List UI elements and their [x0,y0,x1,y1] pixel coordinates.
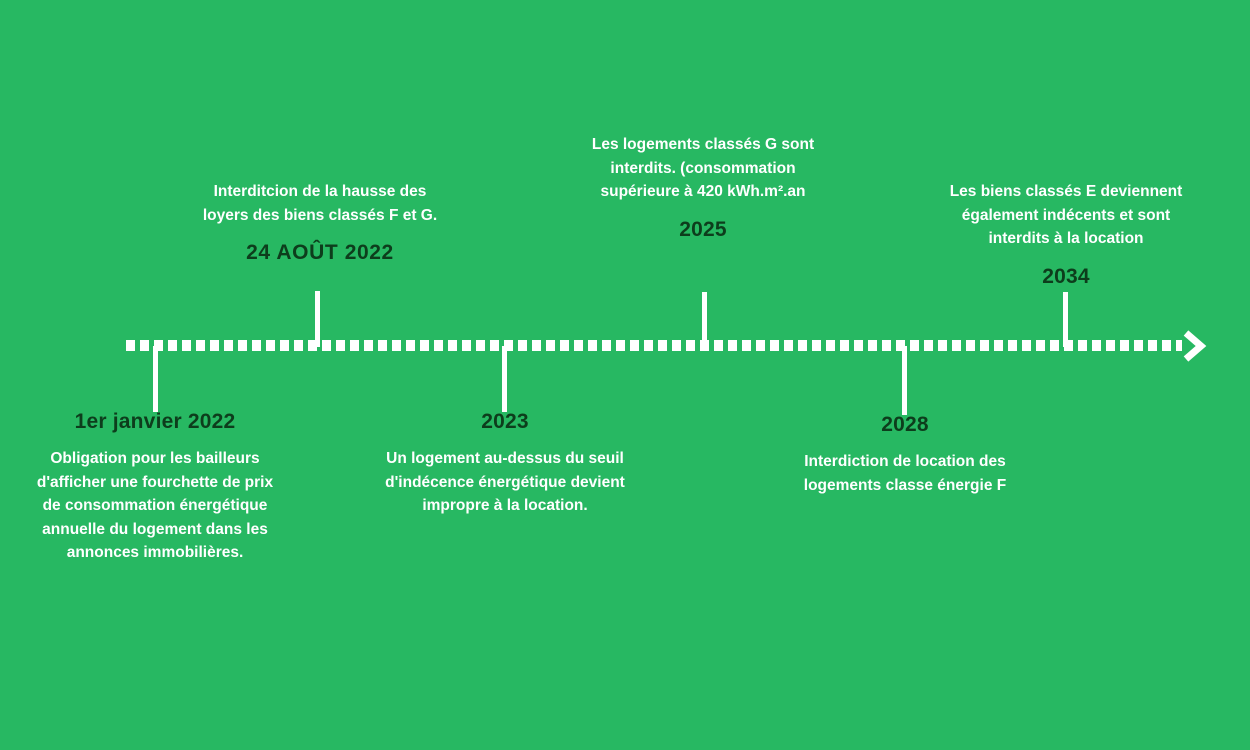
event-date-label: 24 AOÛT 2022 [246,241,394,265]
event-date-label: 2023 [481,410,529,433]
timeline-event-2022-08: Interditcion de la hausse des loyers des… [195,180,445,264]
event-description-text: Interdiction de location des logements c… [803,453,1007,494]
timeline-event-2022-01: 1er janvier 2022 Obligation pour les bai… [30,410,280,565]
event-description-text: Un logement au-dessus du seuil d'indécen… [385,450,625,515]
timeline-event-2034: Les biens classés E deviennent également… [945,180,1187,288]
event-date-label: 1er janvier 2022 [74,410,236,433]
event-description-text: Les logements classés G sont interdits. … [591,136,815,201]
event-description-text: Les biens classés E deviennent également… [949,183,1183,248]
timeline-tick-2022-08 [315,291,320,347]
event-date-label: 2025 [679,217,727,241]
timeline-tick-2022-01 [153,346,158,412]
timeline-tick-2025 [702,292,707,347]
timeline-tick-2034 [1063,292,1068,347]
timeline-tick-2028 [902,346,907,415]
event-date-label: 2034 [1042,264,1090,288]
timeline-event-2023: 2023 Un logement au-dessus du seuil d'in… [382,410,628,518]
timeline-axis-dashed-line [126,340,1182,351]
timeline-event-2028: 2028 Interdiction de location des logeme… [783,413,1027,497]
event-description-text: Obligation pour les bailleurs d'afficher… [36,450,274,562]
event-date-label: 2028 [881,413,929,436]
arrow-right-chevron-icon [1182,329,1208,363]
event-description-text: Interditcion de la hausse des loyers des… [202,183,438,224]
timeline-event-2025: Les logements classés G sont interdits. … [580,133,826,241]
timeline-tick-2023 [502,346,507,412]
